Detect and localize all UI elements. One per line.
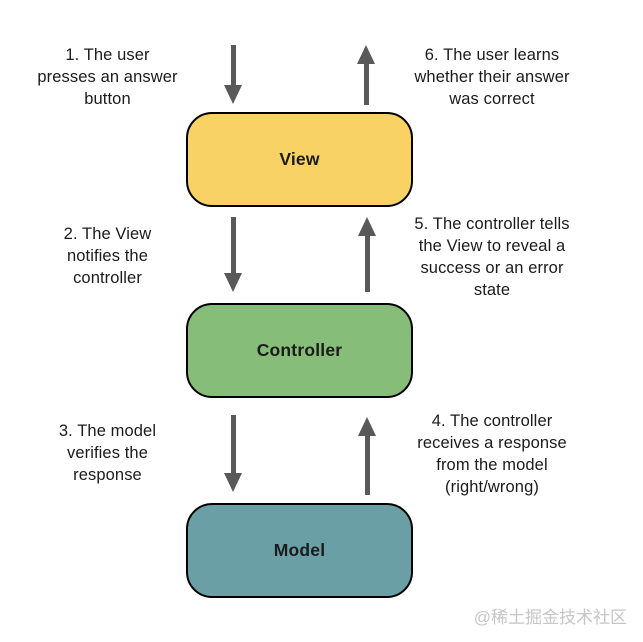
model-box-label: Model (273, 540, 326, 560)
controller-box: Controller (186, 303, 413, 398)
step-4-annotation: 4. The controller receives a response fr… (417, 412, 567, 496)
step-2-annotation: 2. The View notifies the controller (63, 225, 152, 287)
arrow-shaft (230, 45, 236, 85)
step-1-annotation: 1. The user presses an answer button (37, 46, 178, 108)
arrow-up-view-to-user-icon (355, 45, 377, 105)
arrow-down-view-to-controller-icon (222, 217, 244, 292)
arrow-down-user-to-view-icon (222, 45, 244, 104)
arrow-head (358, 217, 376, 236)
model-box: Model (186, 503, 413, 598)
view-box: View (186, 112, 413, 207)
arrow-head (224, 85, 242, 104)
step-6-annotation: 6. The user learns whether their answer … (414, 46, 570, 108)
arrow-head (224, 473, 242, 492)
controller-box-label: Controller (256, 340, 343, 360)
arrow-down-controller-to-model-icon (222, 415, 244, 492)
arrow-shaft (364, 436, 370, 495)
arrow-up-controller-to-view-icon (356, 217, 378, 292)
arrow-head (224, 273, 242, 292)
step-5-annotation: 5. The controller tells the View to reve… (414, 215, 570, 299)
view-box-label: View (279, 149, 320, 169)
arrow-shaft (230, 217, 236, 273)
arrow-head (357, 45, 375, 64)
arrow-shaft (230, 415, 236, 473)
arrow-shaft (363, 64, 369, 105)
arrow-shaft (364, 236, 370, 292)
arrow-up-model-to-controller-icon (356, 417, 378, 495)
step-3-annotation: 3. The model verifies the response (58, 422, 157, 484)
arrow-head (358, 417, 376, 436)
watermark: @稀土掘金技术社区 (473, 608, 627, 627)
